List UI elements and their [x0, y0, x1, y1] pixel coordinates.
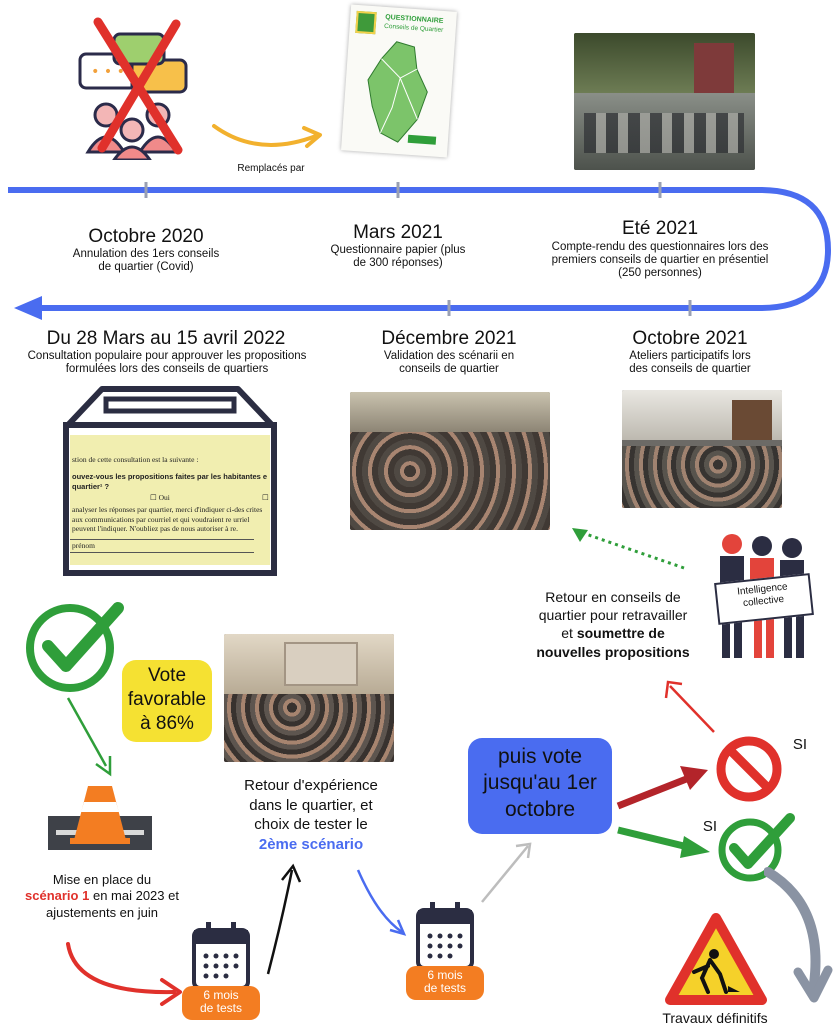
milestone-text-mar-2021: Questionnaire papier (plus de 300 répons… — [330, 244, 466, 270]
milestone-text-oct-2020: Annulation des 1ers conseils de quartier… — [72, 248, 220, 274]
vote-line3: à 86% — [140, 712, 194, 734]
return-line3: et soumettre de — [506, 624, 720, 642]
red-arrow-icon — [66, 942, 182, 1006]
ballot-box-non: ☐ — [262, 493, 269, 503]
return-line4: nouvelles propositions — [536, 643, 690, 660]
return-line3-pre: et — [561, 625, 573, 642]
vote2-text: puis vote jusqu'au 1er octobre — [468, 744, 612, 823]
milestone-text-2022: Consultation populaire pour approuver le… — [27, 350, 307, 376]
grey-curved-arrow-icon — [764, 867, 833, 1003]
ballot-paper: stion de cette consultation est la suiva… — [70, 435, 270, 565]
scenario1-text: Mise en place du scénario 1 en mai 2023 … — [22, 872, 182, 921]
return-text: Retour en conseils de quartier pour retr… — [506, 588, 720, 661]
milestone-date-2022: Du 28 Mars au 15 avril 2022 — [46, 328, 286, 349]
ballot-oui: ☐ Oui — [150, 493, 170, 503]
milestone-text-dec-2021: Validation des scénarii en conseils de q… — [383, 350, 515, 376]
final-works-label: Travaux définitifs — [662, 1010, 768, 1026]
roadwork-sign-icon — [665, 913, 767, 1005]
scenario1-pre: Mise en place du — [52, 872, 152, 887]
vote-line2: favorable — [127, 688, 207, 710]
si-label-1: SI — [792, 736, 808, 753]
milestone-text-oct-2021: Ateliers participatifs lors des conseils… — [629, 350, 751, 376]
photo-feedback-meeting — [224, 634, 394, 762]
tests-badge-1-line1: 6 mois — [203, 988, 239, 1002]
photo-october-workshop — [622, 390, 782, 508]
green-check-icon — [26, 602, 124, 692]
vote2-line2: jusqu'au 1er — [483, 771, 597, 795]
branch-arrows-icon — [616, 766, 710, 858]
photo-outdoor-meeting — [574, 33, 755, 170]
feedback-line3: choix de tester le — [254, 816, 368, 833]
ballot-field: prénom — [70, 539, 254, 553]
tests-badge-2: 6 mois de tests — [406, 966, 484, 1000]
grey-arrow-up-icon — [481, 842, 532, 903]
photo-december-meeting — [350, 392, 550, 530]
vote-line1: Vote — [147, 665, 187, 686]
vote2-box — [468, 738, 612, 834]
feedback-line1: Retour d'expérience — [244, 777, 378, 794]
replaced-by-label: Remplacés par — [237, 163, 305, 174]
tests-badge-2-line1: 6 mois — [427, 968, 463, 982]
milestone-date-oct-2020: Octobre 2020 — [88, 226, 204, 247]
vote-text: Vote favorable à 86% — [122, 664, 212, 735]
timeline-track — [8, 182, 832, 320]
stop-sign-icon — [716, 736, 782, 802]
ballot-question: ouvez-vous les propositions faites par l… — [72, 472, 268, 491]
calendar-icon — [192, 922, 250, 990]
green-check-icon — [718, 813, 795, 882]
district-map — [367, 41, 437, 145]
vote-badge — [122, 660, 212, 742]
milestone-date-summer-2021: Eté 2021 — [621, 218, 699, 239]
milestone-date-dec-2021: Décembre 2021 — [381, 328, 517, 349]
return-line1: Retour en conseils de — [545, 589, 681, 605]
return-line3-bold: soumettre de — [576, 625, 665, 642]
milestone-date-mar-2021: Mars 2021 — [353, 222, 443, 243]
vote2-line3: octobre — [504, 797, 576, 821]
questionnaire-document: QUESTIONNAIRE Conseils de Quartier — [341, 4, 457, 158]
tests-badge-1: 6 mois de tests — [182, 986, 260, 1020]
vote2-line1: puis vote — [497, 745, 583, 768]
dotted-arrow-icon — [572, 528, 685, 570]
red-cross-icon — [93, 17, 183, 155]
calendar-icon — [416, 902, 474, 970]
ballot-body: analyser les réponses par quartier, merc… — [72, 505, 263, 533]
blue-arrow-down-icon — [356, 869, 407, 936]
scenario1-post: en mai 2023 et ajustements en juin — [45, 888, 179, 920]
ballot-line1: stion de cette consultation est la suiva… — [72, 455, 199, 464]
return-line2: quartier pour retravailler — [538, 607, 688, 624]
traffic-cone-icon — [48, 786, 152, 850]
ballot-box-icon: stion de cette consultation est la suiva… — [62, 385, 278, 577]
milestone-text-summer-2021: Compte-rendu des questionnaires lors des… — [551, 241, 769, 280]
tests-badge-1-line2: de tests — [199, 1001, 243, 1016]
feedback-highlight: 2ème scénario — [258, 835, 364, 853]
curved-arrow-icon — [212, 124, 322, 148]
svg-text:• • •: • • • — [91, 64, 125, 80]
feedback-text: Retour d'expérience dans le quartier, et… — [218, 776, 404, 854]
scenario1-highlight: scénario 1 — [25, 888, 90, 904]
milestone-date-oct-2021: Octobre 2021 — [632, 328, 748, 349]
red-arrow-up-icon — [664, 680, 715, 733]
green-arrow-down-icon — [66, 697, 112, 777]
tests-badge-2-line2: de tests — [423, 981, 467, 996]
black-arrow-up-icon — [266, 863, 302, 975]
feedback-line2: dans le quartier, et — [249, 796, 373, 814]
si-label-2: SI — [702, 818, 718, 835]
coat-of-arms — [355, 10, 377, 35]
collective-people-icon: Intelligence collective — [702, 530, 820, 664]
